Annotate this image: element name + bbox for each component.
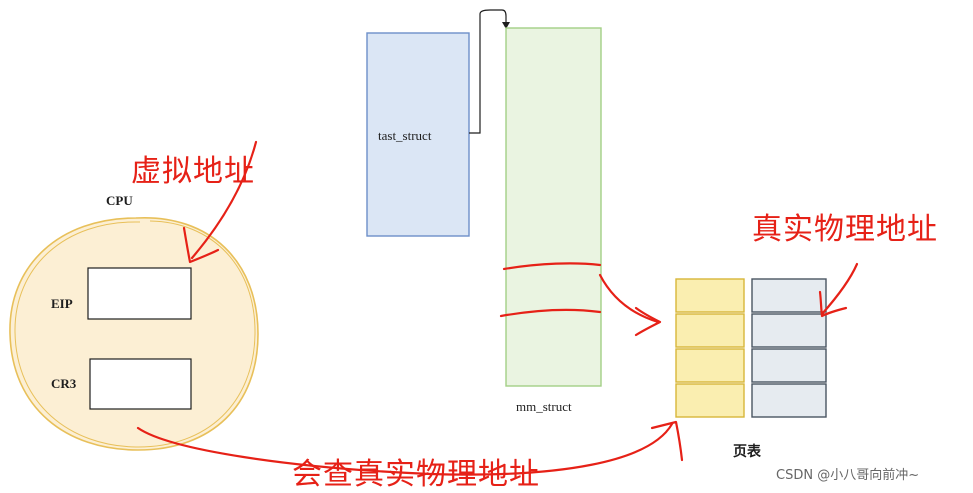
connector-arrowhead [502, 22, 510, 29]
cr3-register-box [89, 358, 192, 410]
mm-to-page-table-arrowhead [634, 306, 662, 337]
eip-register-box [87, 267, 192, 320]
virtual-address-arrow [190, 140, 258, 260]
mm-to-page-table-arrow [598, 273, 660, 324]
mm-struct-label: mm_struct [516, 399, 572, 414]
cr3-label: CR3 [51, 376, 77, 391]
cpu-circle-sketch-line [14, 220, 256, 448]
page-table-left-cell [675, 348, 745, 383]
page-table-left-cell [675, 383, 745, 418]
physical-address-arrowhead [818, 290, 848, 318]
mm-struct-box [505, 27, 602, 387]
virtual-address-annotation: 虚拟地址 [131, 154, 255, 189]
cr3-to-page-table-curve [136, 422, 674, 476]
page-table-left-cell [675, 313, 745, 348]
lookup-physical-annotation: 会查真实物理地址 [292, 457, 540, 492]
eip-label: EIP [51, 296, 73, 311]
physical-address-annotation: 真实物理地址 [752, 212, 938, 247]
cr3-to-page-table-arrowhead [650, 420, 684, 462]
virtual-address-arrowhead [182, 226, 220, 264]
task-to-mm-connector [469, 9, 507, 134]
csdn-watermark: CSDN @小八哥向前冲~ [776, 468, 920, 483]
physical-address-arrow [820, 262, 859, 316]
page-table-right-cell [751, 278, 827, 313]
task-struct-box [366, 32, 470, 237]
page-table-left-cell [675, 278, 745, 313]
mm-struct-mark-bottom [499, 308, 602, 318]
page-table-right-column [751, 278, 827, 418]
mm-struct-mark-top [502, 262, 602, 271]
page-table-left-column [675, 278, 745, 418]
page-table-label: 页表 [733, 444, 761, 460]
page-table-right-cell [751, 313, 827, 348]
page-table-right-cell [751, 383, 827, 418]
task-struct-label: tast_struct [378, 128, 432, 143]
cpu-label: CPU [106, 193, 133, 208]
cpu-circle [9, 217, 259, 451]
page-table-right-cell [751, 348, 827, 383]
